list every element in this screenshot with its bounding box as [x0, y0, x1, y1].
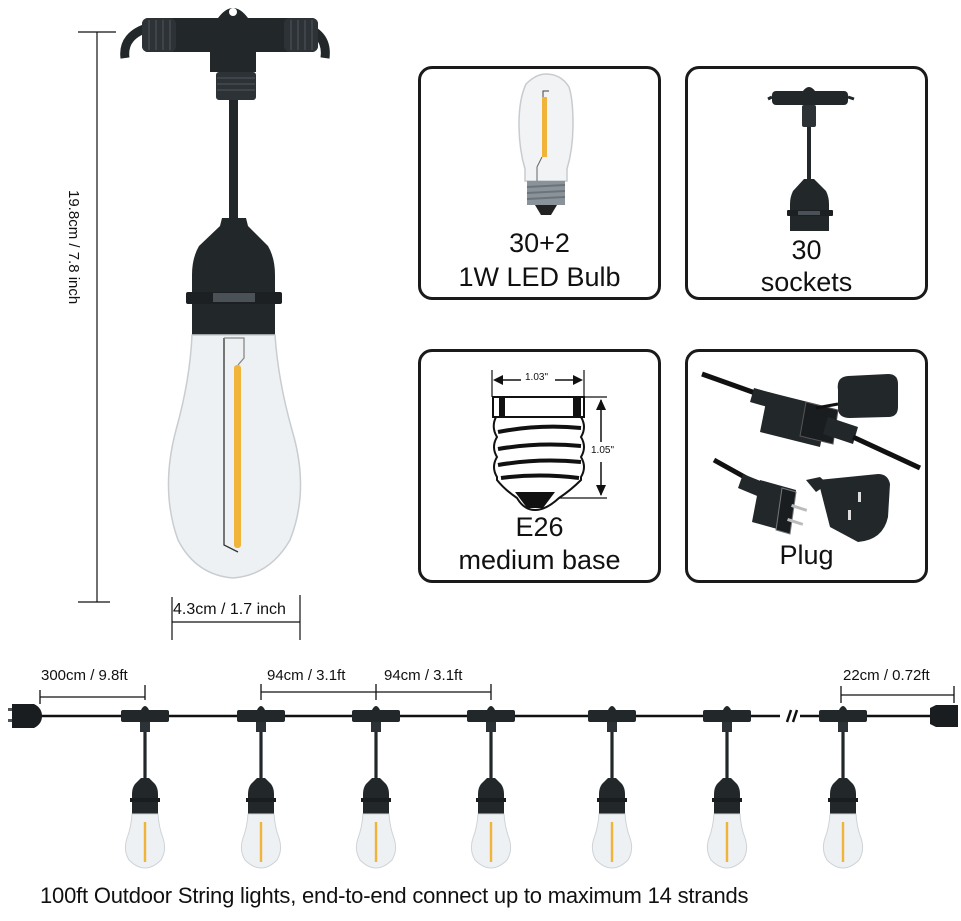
- e26-base-icon: [491, 370, 607, 512]
- card-sockets: 30 sockets: [685, 66, 928, 300]
- socket-icon: [767, 87, 855, 231]
- bulb-count: 30+2: [509, 228, 570, 258]
- spacing-label-1: 94cm / 3.1ft: [267, 667, 346, 684]
- plug-icon: [701, 371, 922, 542]
- base-label: medium base: [458, 545, 621, 575]
- plug-label: Plug: [779, 540, 834, 570]
- width-label: 4.3cm / 1.7 inch: [173, 601, 286, 618]
- card-led-bulb: 30+2 1W LED Bulb: [418, 66, 661, 300]
- led-bulb-icon: [518, 73, 574, 215]
- caption: 100ft Outdoor String lights, end-to-end …: [40, 883, 749, 908]
- lead-length-label: 300cm / 9.8ft: [41, 667, 128, 684]
- socket-count: 30: [791, 235, 822, 265]
- spacing-label-2: 94cm / 3.1ft: [384, 667, 463, 684]
- card-e26-base: 1.03" 1.05" E26 medium base: [418, 349, 661, 583]
- base-width-label: 1.03": [525, 372, 549, 383]
- base-type: E26: [515, 512, 564, 542]
- socket-label: sockets: [760, 267, 853, 297]
- bulb-type: 1W LED Bulb: [458, 262, 621, 292]
- tail-length-label: 22cm / 0.72ft: [843, 667, 930, 684]
- base-height-label: 1.05": [591, 445, 615, 456]
- card-plug: Plug: [685, 349, 928, 583]
